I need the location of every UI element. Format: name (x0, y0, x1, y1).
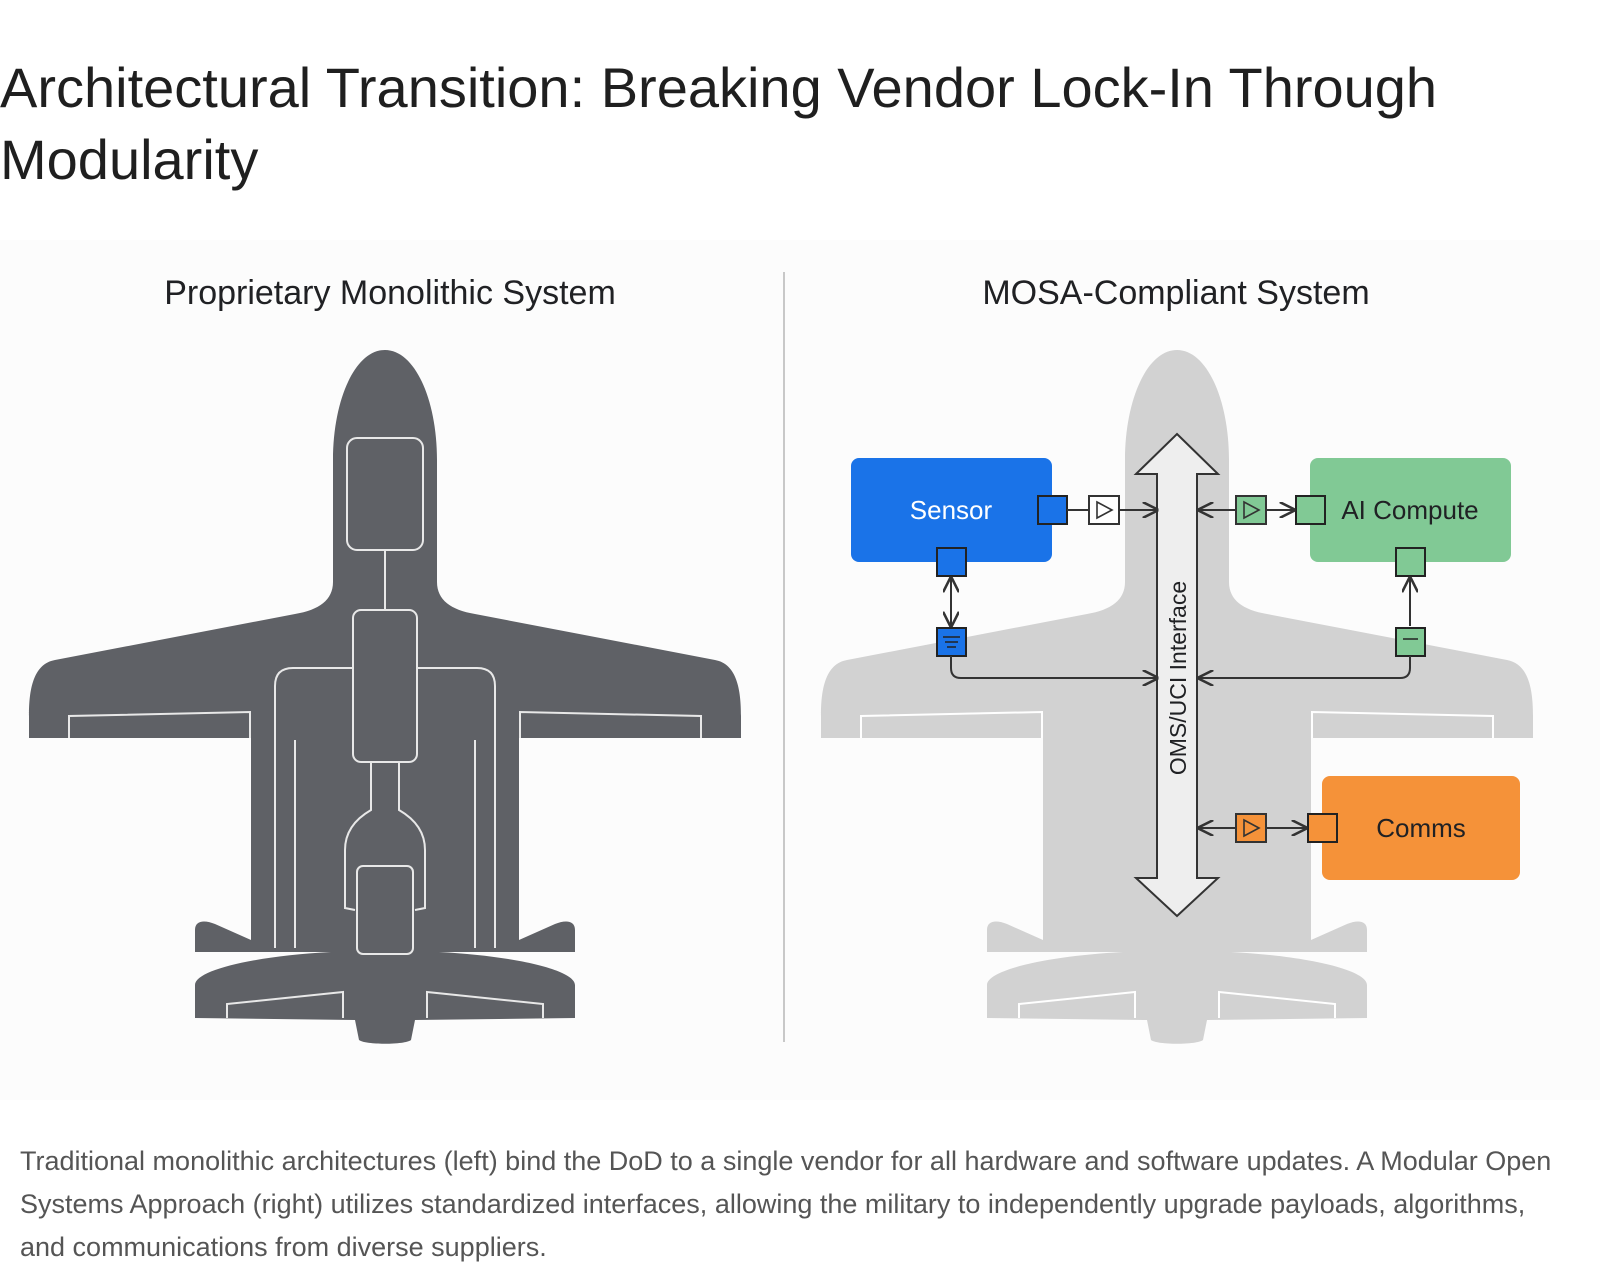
caption: Traditional monolithic architectures (le… (20, 1146, 1552, 1262)
sensor-adapter-icon (1088, 495, 1120, 525)
ai-compute-port-bottom (1395, 547, 1426, 577)
comms-adapter-icon (1235, 813, 1267, 843)
diagram-panel: Proprietary Monolithic System MOSA-Compl… (0, 240, 1600, 1100)
ai-compute-adapter-icon (1235, 495, 1267, 525)
monolithic-aircraft (29, 350, 741, 1044)
page-title: Architectural Transition: Breaking Vendo… (0, 56, 1438, 191)
left-heading: Proprietary Monolithic System (164, 274, 616, 312)
architecture-diagram: Proprietary Monolithic System MOSA-Compl… (29, 272, 1533, 1044)
right-heading: MOSA-Compliant System (982, 274, 1369, 312)
mosa-aircraft (821, 350, 1533, 1044)
sensor-port-right (1037, 495, 1068, 525)
ai-compute-module (1310, 458, 1511, 562)
comms-port-left (1307, 813, 1338, 843)
comms-label: Comms (1376, 813, 1466, 843)
ai-compute-port-left (1295, 495, 1326, 525)
oms-uci-bus (1133, 432, 1221, 918)
sensor-module (851, 458, 1052, 562)
sensor-port-bottom (936, 547, 967, 577)
comms-module (1322, 776, 1520, 880)
bus-label: OMS/UCI Interface (1165, 581, 1191, 775)
sensor-label: Sensor (910, 495, 993, 525)
sensor-filter-icon (936, 627, 967, 657)
ai-compute-filter-icon (1395, 627, 1426, 657)
ai-compute-label: AI Compute (1341, 495, 1478, 525)
